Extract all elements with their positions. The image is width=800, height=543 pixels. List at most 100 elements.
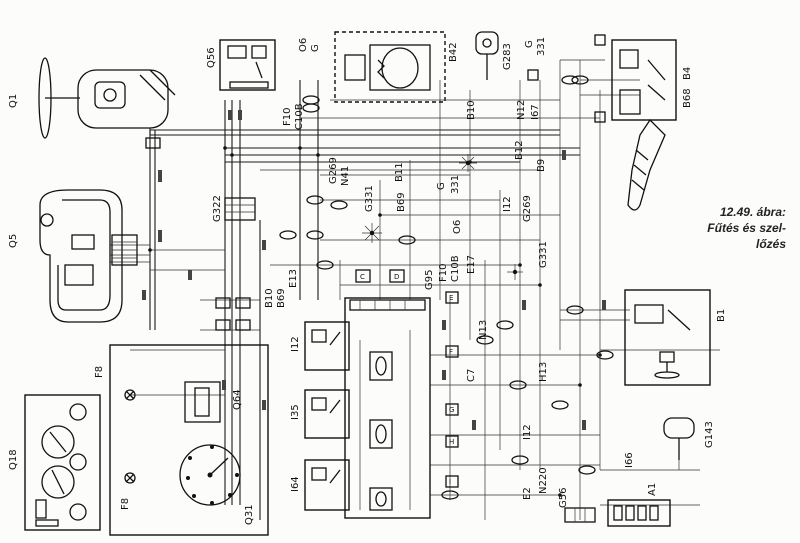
label-a1: A1 xyxy=(647,483,658,496)
code-n220: N220 xyxy=(538,467,549,494)
label-b42: B42 xyxy=(448,42,459,62)
code-b69-left: B69 xyxy=(276,288,287,308)
code-c7: C7 xyxy=(466,369,477,382)
sensor-g143 xyxy=(663,417,695,470)
code-b10-top: B10 xyxy=(466,100,477,120)
code-o6-top: O6 xyxy=(298,38,309,52)
box-letter-d: D xyxy=(389,269,405,283)
code-n12: N12 xyxy=(516,100,527,120)
label-b68: B68 xyxy=(682,88,693,108)
switch-housing xyxy=(109,344,269,536)
code-b11: B11 xyxy=(394,162,405,182)
component-b1 xyxy=(624,289,711,386)
relay-i64 xyxy=(304,459,350,511)
box-letter-c: C xyxy=(355,269,371,283)
box-letter-h-text: H xyxy=(449,438,454,446)
code-g269-top: G269 xyxy=(328,157,339,184)
box-letter-h: H xyxy=(445,435,459,448)
box-letter-f-text: F xyxy=(449,348,453,356)
connector-strip-a1 xyxy=(607,499,671,527)
connector-g322 xyxy=(224,197,256,221)
code-g331-low: G331 xyxy=(538,241,549,268)
caption-line-1: 12.49. ábra: xyxy=(719,205,786,219)
component-b42 xyxy=(334,31,446,103)
code-g-mid: G xyxy=(436,182,447,190)
label-i66: I66 xyxy=(624,452,635,468)
wire-size-annotations xyxy=(142,110,606,430)
label-q31: Q31 xyxy=(244,504,255,525)
code-n41: N41 xyxy=(340,166,351,186)
code-o6-mid: O6 xyxy=(452,220,463,234)
code-331-mid: 331 xyxy=(450,175,461,194)
resistor-module-q5 xyxy=(39,189,138,323)
label-g283: G283 xyxy=(502,43,513,70)
code-n13: N13 xyxy=(478,320,489,340)
box-letter-e-text: E xyxy=(449,294,453,302)
label-b4: B4 xyxy=(682,67,693,80)
relay-q56 xyxy=(219,39,276,91)
central-control-box xyxy=(344,297,431,519)
blower-motor-q1 xyxy=(38,57,176,149)
connector-g56 xyxy=(564,507,596,523)
code-g-right: G xyxy=(524,40,535,48)
label-g56: G56 xyxy=(558,488,569,508)
label-q5: Q5 xyxy=(8,234,19,248)
label-f8-bottom: F8 xyxy=(120,498,131,510)
code-e13: E13 xyxy=(288,269,299,288)
figure-caption: 12.49. ábra: Fűtés és szel- lőzés xyxy=(690,204,786,252)
relay-i12 xyxy=(304,321,350,371)
box-letter-c-text: C xyxy=(360,273,365,281)
code-g-top: G xyxy=(310,44,321,52)
box-letter-g-text: G xyxy=(449,406,454,414)
box-letter-i: I xyxy=(445,475,459,488)
code-g331-mid: G331 xyxy=(364,185,375,212)
label-f8-top: F8 xyxy=(94,366,105,378)
wire-interconnects xyxy=(110,59,720,506)
code-c10b-top: C10B xyxy=(294,103,305,130)
code-i67: I67 xyxy=(530,104,541,120)
code-e17: E17 xyxy=(466,255,477,274)
switch-b4-b68 xyxy=(611,39,677,211)
splice-star-g331-lower xyxy=(507,264,523,280)
caption-line-2: Fűtés és szel- xyxy=(707,221,786,235)
code-b9: B9 xyxy=(536,159,547,172)
box-letter-e: E xyxy=(445,291,459,304)
splice-star-g331 xyxy=(362,223,382,243)
label-q18: Q18 xyxy=(8,449,19,470)
box-letter-f: F xyxy=(445,345,459,358)
label-i12-low: I12 xyxy=(522,424,533,440)
label-q56: Q56 xyxy=(206,47,217,68)
code-f10-mid: F10 xyxy=(438,264,449,282)
box-letter-d-text: D xyxy=(394,273,399,281)
splice-star-n41 xyxy=(459,154,477,172)
code-331-top: 331 xyxy=(536,37,547,56)
label-i12-relay: I12 xyxy=(290,336,301,352)
label-g322: G322 xyxy=(212,195,223,222)
code-g269-mid: G269 xyxy=(522,195,533,222)
label-b1: B1 xyxy=(716,309,727,322)
sensor-g283 xyxy=(475,31,499,80)
inline-splices xyxy=(215,297,251,331)
relay-i35 xyxy=(304,389,350,439)
code-f10-top: F10 xyxy=(282,108,293,126)
wire-bundle-top xyxy=(150,99,600,171)
label-i64: I64 xyxy=(290,476,301,492)
label-i12-mid: I12 xyxy=(502,196,513,212)
code-b10-left: B10 xyxy=(264,288,275,308)
code-b12: B12 xyxy=(514,140,525,160)
control-panel-q18 xyxy=(24,394,101,531)
wire-tags xyxy=(279,75,614,500)
label-g143: G143 xyxy=(704,421,715,448)
code-g95: G95 xyxy=(424,270,435,290)
code-h13: H13 xyxy=(538,362,549,382)
code-e2: E2 xyxy=(522,487,533,500)
label-i35: I35 xyxy=(290,404,301,420)
label-q1: Q1 xyxy=(8,94,19,108)
square-markers xyxy=(527,34,606,123)
box-letter-g: G xyxy=(445,403,459,416)
caption-line-3: lőzés xyxy=(755,237,786,251)
wire-bundle-vertical xyxy=(149,60,601,520)
code-c10b-mid: C10B xyxy=(450,255,461,282)
box-letter-i-text: I xyxy=(449,478,451,486)
